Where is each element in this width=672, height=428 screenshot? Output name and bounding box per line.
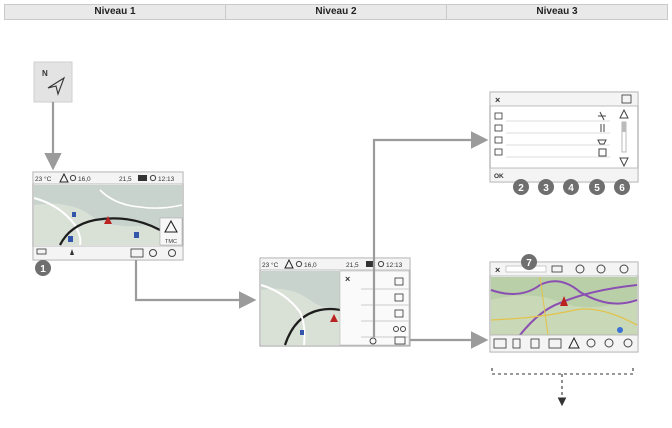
level1-temp: 23 °C [35, 175, 52, 183]
gps-icon [295, 260, 303, 268]
badge-4: 4 [563, 179, 579, 195]
list-item[interactable] [494, 111, 610, 122]
edit-icon[interactable] [394, 309, 404, 318]
poi-categories-icon[interactable] [369, 337, 377, 345]
zoom-out-icon[interactable] [149, 249, 157, 257]
compass-small-icon[interactable] [70, 249, 74, 255]
continuation-bracket [491, 368, 634, 407]
tmc-label: TMC [165, 239, 177, 245]
fuel-station-icon[interactable] [512, 338, 521, 349]
add-icon[interactable] [586, 338, 596, 348]
svg-text:2: 2 [518, 183, 524, 194]
header-col-niveau-2: Niveau 2 [226, 5, 447, 19]
gps-icon [69, 174, 77, 182]
scroll-up-icon[interactable] [619, 108, 629, 119]
layers-icon[interactable] [619, 264, 629, 274]
zoom-out-icon[interactable] [604, 338, 614, 348]
badge-1: 1 [35, 260, 51, 276]
level2-screen: 23 °C 16,0 21,5 12:13 × [259, 257, 411, 347]
arrow-level1-to-level2 [134, 260, 257, 309]
clock-icon [149, 174, 157, 182]
map-menu-icon[interactable] [130, 248, 144, 258]
flag-icon[interactable] [36, 248, 47, 255]
level1-reading: 21,5 [119, 176, 132, 183]
list-item[interactable] [494, 148, 610, 158]
navigation-arrow-icon [47, 76, 66, 96]
level2-reading: 21,5 [346, 262, 359, 269]
arrow-level2-to-list [372, 131, 489, 337]
zoom-in-icon[interactable] [623, 338, 633, 348]
scale-slider-icon[interactable] [551, 265, 563, 273]
edit-icon[interactable] [394, 293, 404, 302]
scroll-down-icon[interactable] [619, 157, 629, 168]
level2-time: 12:13 [386, 262, 403, 269]
compass-letter: N [42, 69, 48, 78]
level1-time: 12:13 [158, 176, 175, 183]
traffic-warning-icon [164, 219, 178, 233]
svg-text:3: 3 [543, 183, 549, 194]
compass-mode-icon[interactable] [575, 264, 585, 274]
list-item[interactable] [494, 136, 610, 146]
close-icon[interactable]: × [495, 95, 500, 105]
edit-icon[interactable] [394, 277, 404, 286]
north-up-icon[interactable] [596, 264, 606, 274]
badge-5: 5 [589, 179, 605, 195]
level1-screen: 23 °C 16,0 21,5 12:13 TMC [32, 171, 184, 261]
badge-6: 6 [614, 179, 630, 195]
compass-tile[interactable]: N [33, 61, 73, 103]
route-options-icon[interactable] [493, 338, 507, 349]
badge-2: 2 [513, 179, 529, 195]
level2-temp: 23 °C [262, 261, 279, 269]
svg-text:7: 7 [526, 258, 532, 269]
level3-map-screen: × [489, 261, 639, 353]
poi-icon[interactable] [548, 338, 562, 349]
svg-text:4: 4 [568, 183, 574, 194]
close-icon[interactable]: × [495, 265, 500, 275]
zoom-in-icon[interactable] [168, 249, 176, 257]
level2-distance: 16,0 [304, 262, 317, 269]
header-col-niveau-3: Niveau 3 [536, 6, 578, 17]
day-night-icon[interactable] [393, 326, 399, 332]
parking-icon[interactable] [530, 338, 540, 349]
close-icon[interactable]: × [345, 274, 350, 284]
danger-zone-icon[interactable] [568, 336, 580, 349]
warning-icon [284, 258, 294, 269]
svg-text:1: 1 [40, 264, 46, 275]
battery-icon [138, 175, 147, 181]
header-row: Niveau 1 Niveau 2 Niveau 3 [4, 4, 668, 20]
ok-button[interactable]: OK [494, 173, 504, 180]
badge-3: 3 [538, 179, 554, 195]
svg-text:6: 6 [619, 183, 625, 194]
header-col-niveau-1: Niveau 1 [5, 5, 226, 19]
list-item[interactable] [494, 124, 610, 134]
warning-icon [59, 172, 69, 183]
map-book-icon[interactable] [394, 336, 406, 345]
list-options-icon[interactable] [621, 94, 632, 104]
battery-icon [366, 261, 375, 267]
svg-text:5: 5 [594, 183, 600, 194]
clock-icon [377, 260, 385, 268]
level1-distance: 16,0 [78, 176, 91, 183]
level3-list-screen: × OK [489, 91, 639, 183]
badge-7: 7 [521, 254, 537, 270]
